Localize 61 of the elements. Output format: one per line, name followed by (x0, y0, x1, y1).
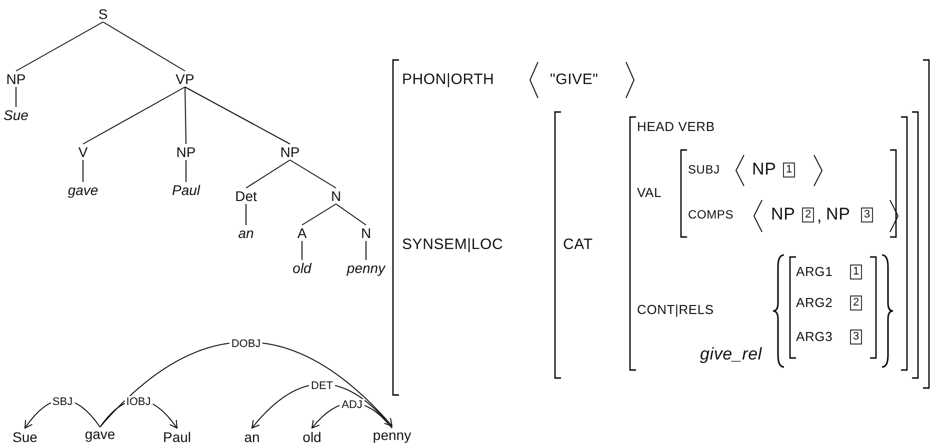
feature-label: SYNSEM|LOC (402, 236, 504, 254)
feature-label: CAT (563, 236, 593, 254)
feature-label: HEAD VERB (637, 120, 715, 134)
feature-label: SUBJ (688, 163, 720, 177)
category-label: NP (279, 144, 301, 160)
tree-branch (302, 204, 336, 226)
feature-label: CONT|RELS (637, 302, 714, 318)
category-label: S (97, 6, 109, 22)
word: old (302, 429, 322, 445)
feature-label: VAL (637, 186, 662, 200)
edge-label: IOBJ (124, 396, 153, 408)
terminal-word: Paul (170, 182, 202, 198)
coindex-tag: 3 (861, 208, 874, 222)
tree-branch (102, 22, 186, 72)
feature-label: NP (771, 206, 796, 224)
category-label: NP (5, 71, 27, 87)
coindex-tag: 2 (802, 208, 814, 222)
feature-label: COMPS (688, 208, 734, 222)
tree-branch (82, 160, 84, 182)
feature-label: PHON|ORTH (402, 72, 494, 88)
edge-label: SBJ (50, 396, 75, 408)
feature-label: NP (752, 160, 776, 180)
terminal-word: old (292, 260, 312, 276)
edge-label: ADJ (340, 399, 364, 411)
coindex-tag: 3 (850, 330, 862, 344)
tree-branch (184, 86, 290, 144)
category-label: VP (174, 71, 196, 87)
feature-label: ARG3 (796, 330, 833, 344)
category-label: Det (234, 188, 258, 204)
tree-branch (184, 86, 186, 144)
feature-label: , (817, 208, 822, 226)
type-label: give_rel (700, 346, 762, 364)
tree-branch (246, 160, 290, 188)
edge-label: DET (309, 380, 335, 392)
tree-branch (16, 22, 104, 72)
coindex-tag: 1 (850, 264, 862, 280)
word: penny (372, 427, 412, 443)
dependency-arc (100, 342, 392, 428)
terminal-word: gave (66, 182, 100, 198)
tree-branch (290, 160, 336, 188)
coindex-tag: 1 (783, 162, 796, 178)
category-label: N (330, 188, 342, 204)
terminal-word: Sue (2, 107, 30, 123)
feature-label: ARG2 (796, 296, 833, 310)
category-label: A (296, 225, 308, 241)
feature-label: NP (826, 206, 850, 224)
category-label: N (360, 225, 372, 241)
word: an (243, 429, 261, 445)
word: gave (84, 426, 116, 442)
word: Sue (12, 429, 38, 445)
edge-label: DOBJ (229, 338, 263, 350)
feature-label: "GIVE" (550, 72, 598, 88)
tree-branch (336, 204, 366, 226)
terminal-word: penny (346, 260, 386, 276)
terminal-word: an (237, 225, 255, 241)
coindex-tag: 2 (850, 296, 862, 310)
category-label: V (77, 144, 89, 160)
feature-label: ARG1 (796, 264, 833, 280)
category-label: NP (175, 144, 197, 160)
word: Paul (162, 429, 192, 445)
tree-branch (82, 86, 186, 144)
